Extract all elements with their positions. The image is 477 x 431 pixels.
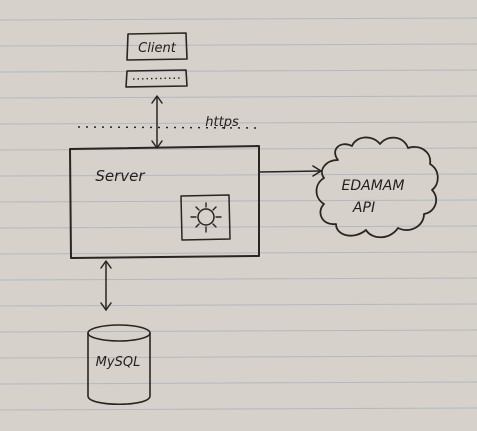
ruled-lines xyxy=(0,17,477,411)
edamam-label-line2: API xyxy=(352,200,375,216)
server-label: Server xyxy=(95,167,145,185)
client-label: Client xyxy=(138,41,177,56)
edamam-api-node: EDAMAM API xyxy=(315,136,439,239)
client-keyboard xyxy=(125,69,188,88)
gear-icon xyxy=(180,194,231,241)
edamam-label-line1: EDAMAM xyxy=(342,178,405,194)
https-label: https xyxy=(205,115,239,130)
https-boundary: https xyxy=(77,115,263,130)
server-node: Server xyxy=(69,145,260,259)
mysql-node: MySQL xyxy=(87,324,151,406)
server-db-arrow xyxy=(100,260,112,311)
mysql-label: MySQL xyxy=(96,355,141,370)
client-node: Client xyxy=(125,32,188,88)
